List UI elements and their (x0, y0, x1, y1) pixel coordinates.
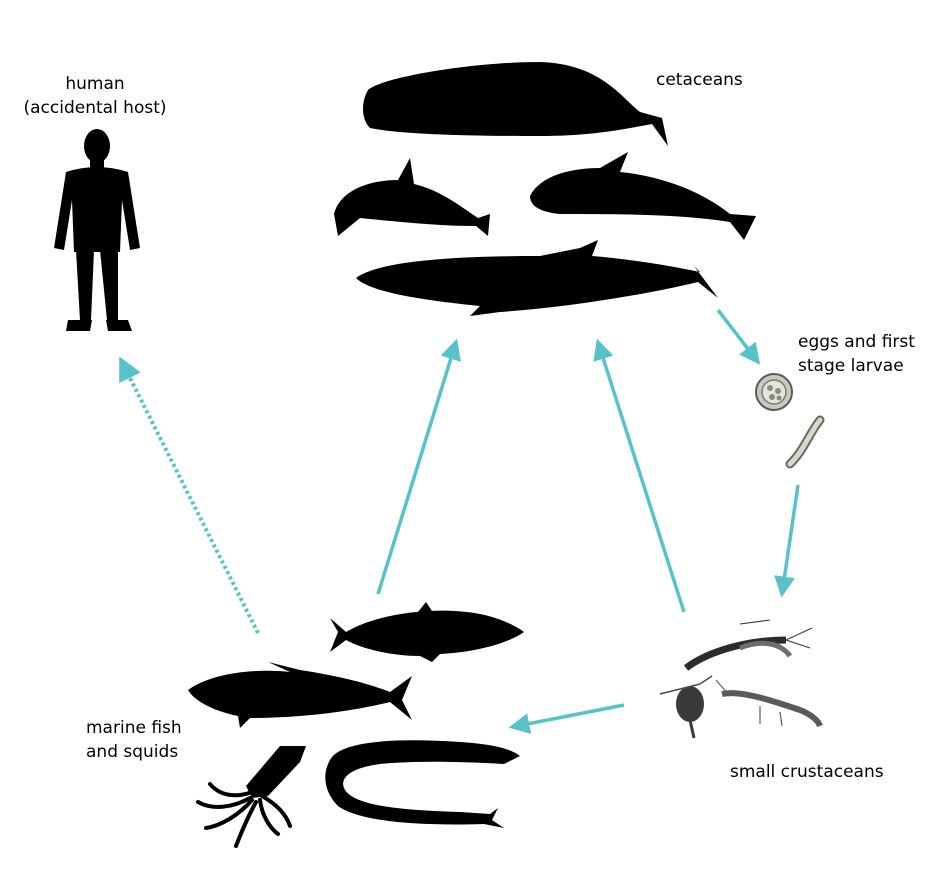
human-label-line2: (accidental host) (23, 98, 167, 118)
human-label-line1: human (65, 74, 125, 94)
arrow-cetaceans-to-eggs (716, 308, 761, 365)
human-silhouette-icon (54, 129, 140, 331)
herring-icon (330, 602, 524, 662)
arrow-crustaceans-to-fish (508, 703, 625, 734)
pilot-whale-icon (530, 152, 756, 240)
arrow-larvae-to-crustaceans (774, 484, 800, 598)
fish-squid-label: marine fish and squids (86, 716, 182, 764)
arrows (119, 308, 800, 734)
arrow-fish-to-cetaceans (376, 338, 461, 595)
dolphin-icon (334, 158, 490, 236)
larva-icon (785, 415, 825, 469)
squid-icon (196, 746, 306, 848)
eel-icon (325, 740, 520, 828)
arrow-crustaceans-to-cetaceans (593, 338, 686, 613)
human-label: human (accidental host) (10, 72, 180, 120)
egg-icon (755, 373, 793, 411)
shrimp-icon (715, 679, 823, 728)
crustaceans-label: small crustaceans (730, 762, 884, 782)
sperm-whale-icon (363, 62, 668, 146)
cetaceans-label: cetaceans (656, 70, 743, 90)
shrimp-icon (683, 619, 813, 671)
fish-label-line1: marine fish (86, 718, 182, 738)
mackerel-icon (188, 662, 412, 728)
fish-label-line2: and squids (86, 742, 179, 762)
eggs-larvae-label: eggs and first stage larvae (798, 330, 915, 378)
baleen-whale-icon (356, 240, 718, 316)
eggs-label-line1: eggs and first (798, 332, 915, 352)
arrow-fish-to-human-accidental (119, 356, 260, 634)
copepod-icon (659, 675, 713, 739)
eggs-label-line2: stage larvae (798, 356, 904, 376)
